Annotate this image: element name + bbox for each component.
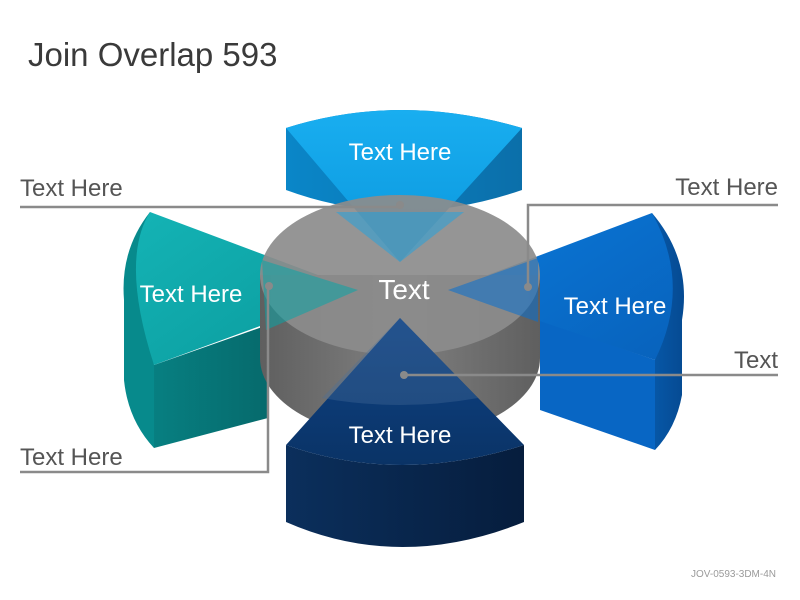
- segment-left-label: Text Here: [140, 281, 243, 308]
- callout-dot-top-right: [524, 283, 532, 291]
- segment-left-side: [154, 325, 268, 448]
- callout-label-bottom-right: Text: [734, 347, 778, 374]
- segment-right: [448, 213, 684, 450]
- page-title: Join Overlap 593: [28, 36, 278, 73]
- segment-bottom-label: Text Here: [349, 422, 452, 449]
- overlap-left: [262, 260, 358, 330]
- callout-dot-bottom-right: [400, 371, 408, 379]
- callout-label-top-left: Text Here: [20, 175, 123, 202]
- segment-top-face: [286, 110, 522, 262]
- callout-line-bottom-left: [20, 287, 270, 474]
- callout-label-bottom-left: Text Here: [20, 444, 123, 471]
- center-label: Text: [378, 274, 430, 305]
- segment-left: [123, 212, 358, 448]
- overlap-right: [448, 258, 538, 322]
- cylinder-top: [260, 195, 540, 355]
- footer-code: JOV-0593-3DM-4N: [690, 569, 776, 580]
- callout-label-top-right: Text Here: [675, 174, 778, 201]
- callout-line-top-right: [526, 203, 778, 287]
- segment-right-side: [540, 320, 655, 450]
- segment-bottom: [286, 318, 524, 547]
- segment-top-label: Text Here: [349, 139, 452, 166]
- overlap-bottom: [322, 318, 478, 405]
- callout-dot-bottom-left: [265, 282, 273, 290]
- segment-left-face: [135, 212, 358, 365]
- callouts: [20, 201, 778, 474]
- overlap-top: [336, 212, 464, 262]
- segment-right-label: Text Here: [564, 293, 667, 320]
- segment-right-face: [448, 213, 673, 360]
- segment-top: [286, 110, 522, 262]
- segment-bottom-side: [286, 445, 524, 547]
- callout-dot-top-left: [396, 201, 404, 209]
- segment-bottom-face: [286, 318, 524, 465]
